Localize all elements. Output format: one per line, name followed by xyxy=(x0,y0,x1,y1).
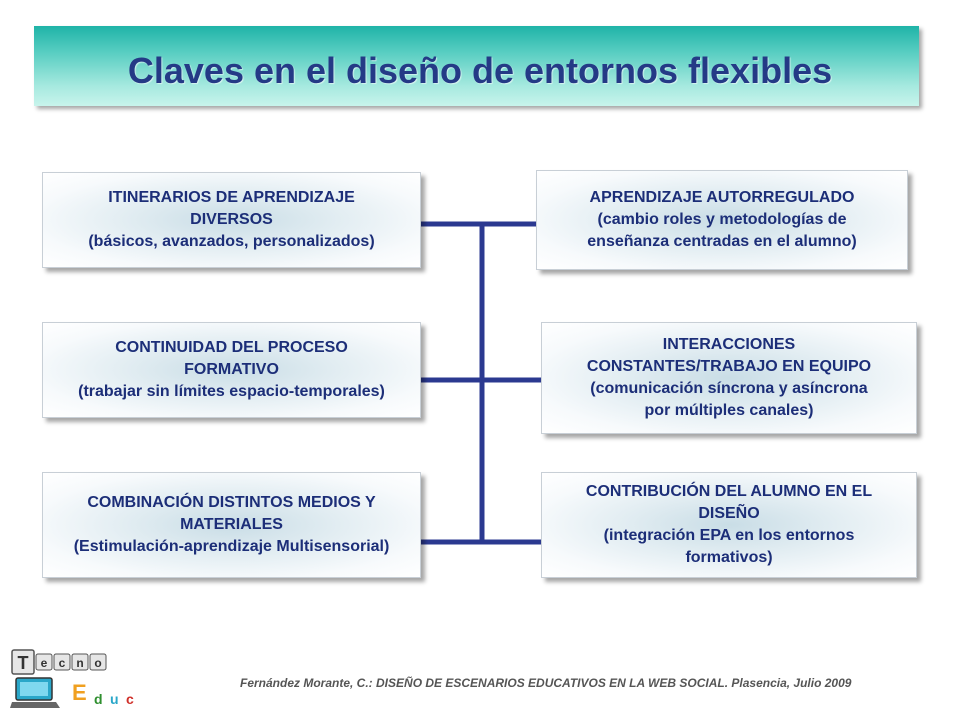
box-detail: (Estimulación-aprendizaje Multisensorial… xyxy=(73,538,390,555)
box-heading: INTERACCIONES xyxy=(662,336,796,353)
box-heading: DISEÑO xyxy=(698,505,760,522)
box-heading: CONSTANTES/TRABAJO EN EQUIPO xyxy=(586,358,872,375)
box-continuidad: CONTINUIDAD DEL PROCESO FORMATIVO (traba… xyxy=(42,322,421,418)
slide-title: Claves en el diseño de entornos flexible… xyxy=(127,50,833,91)
svg-text:d: d xyxy=(94,691,103,707)
box-detail: por múltiples canales) xyxy=(644,402,814,419)
tecnoeduc-logo: T e c n o E d u c xyxy=(10,649,134,708)
box-detail: (integración EPA en los entornos xyxy=(603,527,855,544)
box-combinacion-text: COMBINACIÓN DISTINTOS MEDIOS Y MATERIALE… xyxy=(74,492,390,558)
box-continuidad-text: CONTINUIDAD DEL PROCESO FORMATIVO (traba… xyxy=(78,337,385,403)
box-autorregulado: APRENDIZAJE AUTORREGULADO (cambio roles … xyxy=(536,170,908,270)
svg-text:n: n xyxy=(76,656,83,670)
box-interacciones-text: INTERACCIONES CONSTANTES/TRABAJO EN EQUI… xyxy=(587,334,871,422)
svg-text:c: c xyxy=(126,691,134,707)
box-heading: FORMATIVO xyxy=(184,361,279,378)
box-heading: MATERIALES xyxy=(180,516,283,533)
box-detail: enseñanza centradas en el alumno) xyxy=(587,233,857,250)
box-interacciones: INTERACCIONES CONSTANTES/TRABAJO EN EQUI… xyxy=(541,322,917,434)
box-detail: (básicos, avanzados, personalizados) xyxy=(88,233,375,250)
box-heading: APRENDIZAJE AUTORREGULADO xyxy=(589,189,855,206)
box-autorregulado-text: APRENDIZAJE AUTORREGULADO (cambio roles … xyxy=(587,187,856,253)
title-banner xyxy=(34,26,919,106)
svg-text:c: c xyxy=(59,656,66,670)
svg-text:u: u xyxy=(110,691,119,707)
box-heading: ITINERARIOS DE APRENDIZAJE xyxy=(108,189,355,206)
box-detail: (cambio roles y metodologías de xyxy=(597,211,847,228)
svg-text:e: e xyxy=(41,656,48,670)
box-itinerarios: ITINERARIOS DE APRENDIZAJE DIVERSOS (bás… xyxy=(42,172,421,268)
box-detail: (trabajar sin límites espacio-temporales… xyxy=(78,383,385,400)
svg-text:T: T xyxy=(18,653,29,673)
box-heading: CONTINUIDAD DEL PROCESO xyxy=(115,339,348,356)
box-heading: COMBINACIÓN DISTINTOS MEDIOS Y xyxy=(87,494,376,511)
box-contribucion-text: CONTRIBUCIÓN DEL ALUMNO EN EL DISEÑO (in… xyxy=(586,481,872,569)
svg-text:E: E xyxy=(72,680,87,705)
box-heading: CONTRIBUCIÓN DEL ALUMNO EN EL xyxy=(585,483,873,500)
box-detail: formativos) xyxy=(685,549,773,566)
svg-text:o: o xyxy=(94,656,101,670)
footer-citation: Fernández Morante, C.: DISEÑO DE ESCENAR… xyxy=(240,676,852,690)
box-contribucion: CONTRIBUCIÓN DEL ALUMNO EN EL DISEÑO (in… xyxy=(541,472,917,578)
box-combinacion: COMBINACIÓN DISTINTOS MEDIOS Y MATERIALE… xyxy=(42,472,421,578)
box-heading: DIVERSOS xyxy=(190,211,273,228)
box-detail: (comunicación síncrona y asíncrona xyxy=(590,380,868,397)
box-itinerarios-text: ITINERARIOS DE APRENDIZAJE DIVERSOS (bás… xyxy=(88,187,374,253)
